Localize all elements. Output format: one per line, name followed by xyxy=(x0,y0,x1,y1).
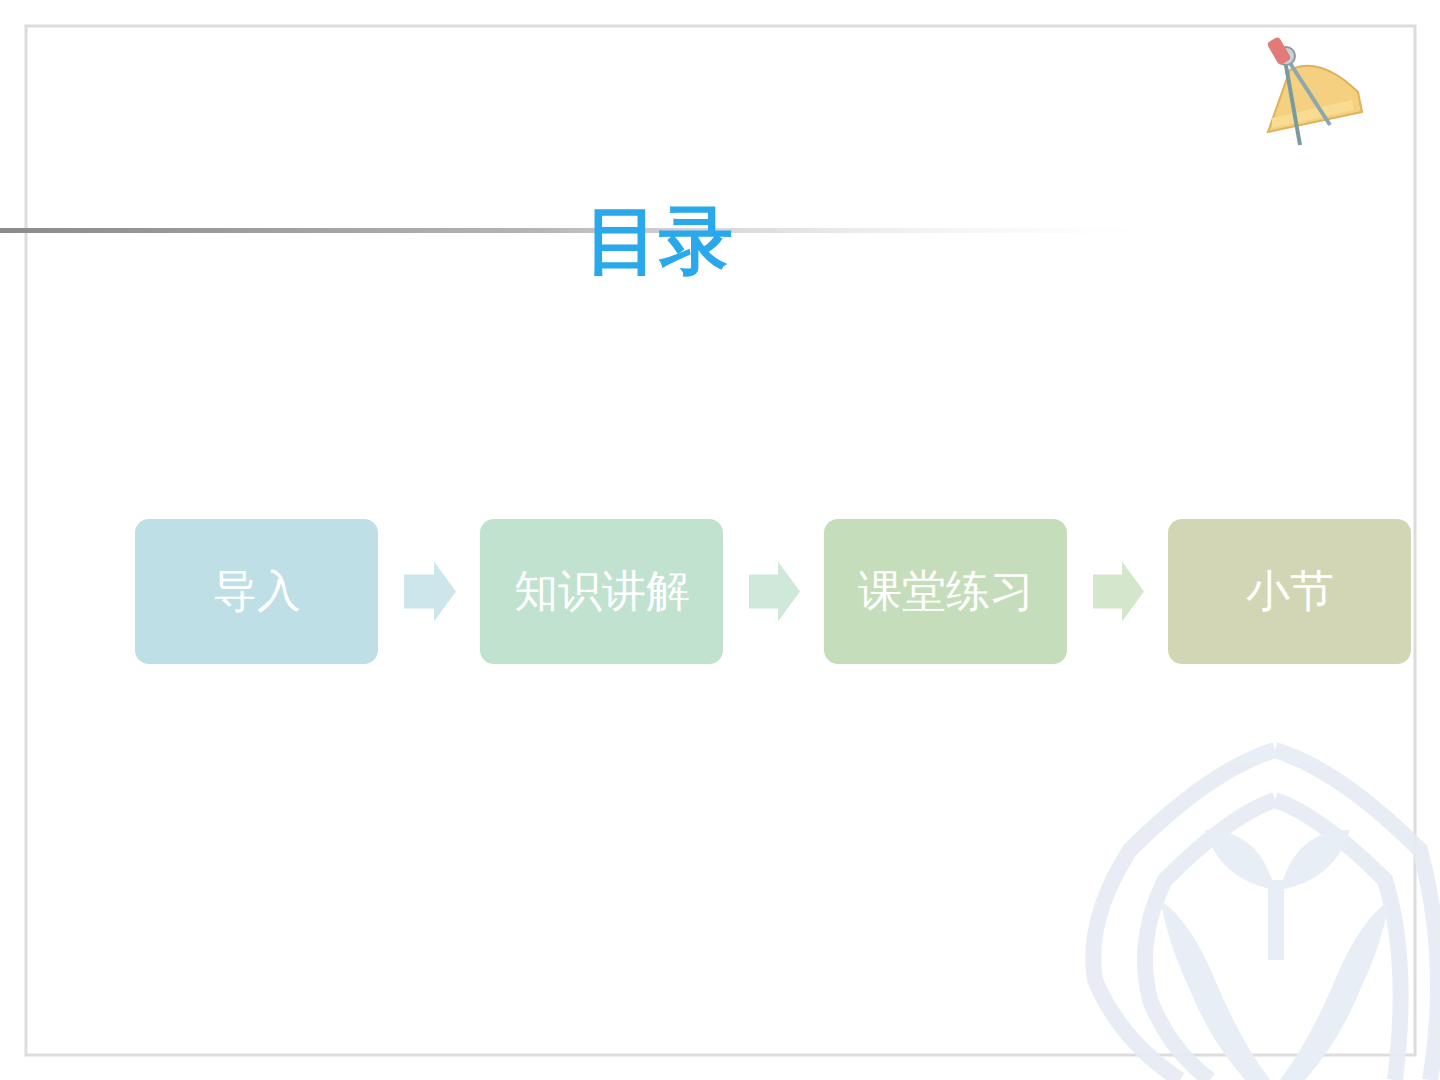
section-label: 知识讲解 xyxy=(514,562,690,621)
section-label: 小节 xyxy=(1246,562,1334,621)
section-box: 知识讲解 xyxy=(480,519,723,664)
block-arrow xyxy=(1093,562,1144,622)
slide-title: 目录 xyxy=(585,200,733,281)
section-label: 导入 xyxy=(213,562,301,621)
block-arrow xyxy=(749,562,800,622)
section-box: 课堂练习 xyxy=(824,519,1067,664)
section-box: 导入 xyxy=(135,519,378,664)
block-arrow xyxy=(404,562,456,622)
section-box: 小节 xyxy=(1168,519,1411,664)
section-label: 课堂练习 xyxy=(858,562,1034,621)
